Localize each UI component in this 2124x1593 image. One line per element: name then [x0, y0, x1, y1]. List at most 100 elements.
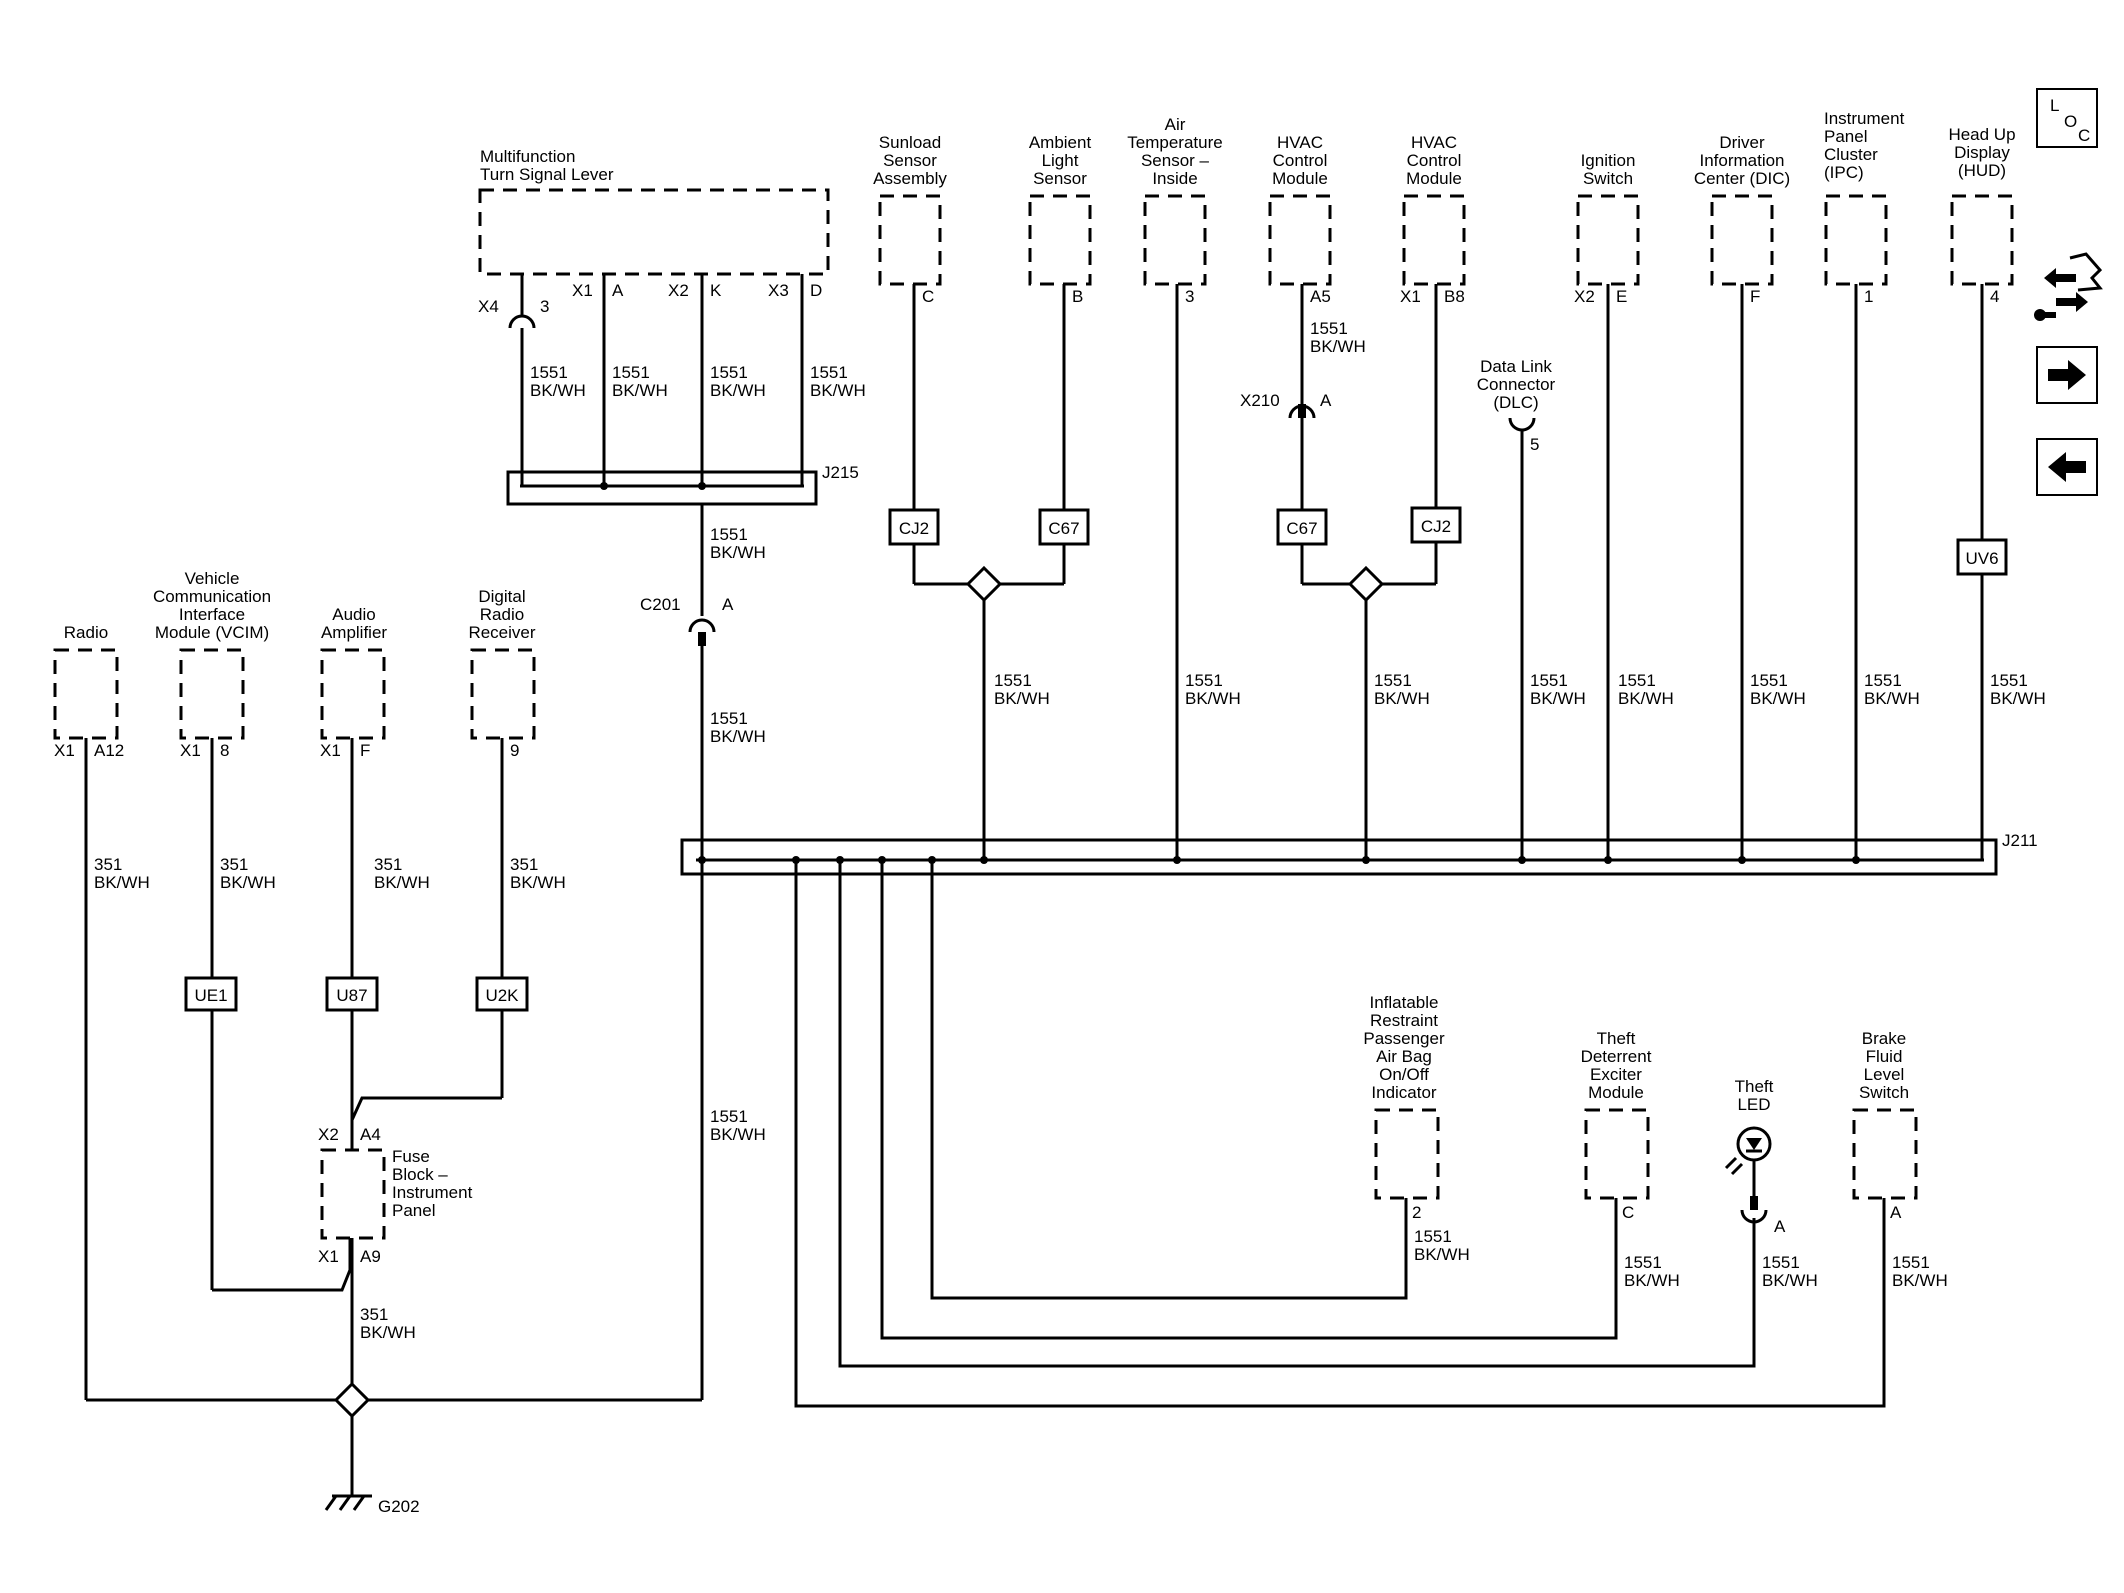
option-cj2-a-box [888, 508, 940, 546]
ipc-box [1824, 194, 1888, 286]
pin-label: 3 [540, 297, 549, 316]
audio-amplifier-box [320, 648, 386, 740]
digital-radio-box [470, 648, 536, 740]
option-c67-a-box [1038, 508, 1090, 546]
option-ue1-label: UE1 [194, 986, 227, 1005]
previous-page-button[interactable] [2036, 438, 2098, 496]
pin-label: K [710, 281, 722, 300]
c201-connector [688, 618, 716, 633]
option-u2k-label: U2K [485, 986, 519, 1005]
splice-diamonds [333, 565, 1385, 1419]
connector-x210-label: X210 [1240, 391, 1280, 410]
radio-label: Radio [64, 623, 108, 642]
pin-label: E [1616, 287, 1627, 306]
pin-label: A12 [94, 741, 124, 760]
option-box-labels: CJ2 C67 C67 CJ2 UV6 UE1 U87 U2K [194, 517, 1998, 1005]
pin-label: A [722, 595, 734, 614]
pin-label: X1 [572, 281, 593, 300]
option-cj2-b-label: CJ2 [1421, 517, 1451, 536]
pin-label: 4 [1990, 287, 1999, 306]
pin-label: A9 [360, 1247, 381, 1266]
pin-label: 9 [510, 741, 519, 760]
location-view-button[interactable]: L O C [2036, 88, 2098, 148]
pin-labels: X4 3 X1 A X2 K X3 D C B 3 A5 X1 B8 X2 E … [54, 281, 1999, 1266]
option-c67-b-box [1276, 508, 1328, 546]
ambient-light-sensor-box [1028, 194, 1092, 286]
pin-label: 8 [220, 741, 229, 760]
next-page-button[interactable] [2036, 346, 2098, 404]
radio-box [53, 648, 119, 740]
brake-switch-box [1852, 1108, 1918, 1200]
pin-label: X1 [180, 741, 201, 760]
dic-box [1710, 194, 1774, 286]
option-uv6-label: UV6 [1965, 549, 1998, 568]
ground-symbol-icon [324, 1494, 372, 1511]
sunload-sensor-box [878, 194, 942, 286]
pin-label: C [1622, 1203, 1634, 1222]
theft-led-connector [1740, 1209, 1768, 1224]
pin-label: 1 [1864, 287, 1873, 306]
pin-label: X1 [320, 741, 341, 760]
pin-label: A [612, 281, 624, 300]
j211-label: J211 [2002, 831, 2038, 850]
pin-label: X1 [54, 741, 75, 760]
pin-label: B8 [1444, 287, 1465, 306]
vcim-box [179, 648, 245, 740]
option-uv6-box [1956, 538, 2008, 576]
turn-signal-lever-box [478, 188, 830, 276]
splice-labels: J215 J211 G202 [378, 463, 2038, 1516]
j215-splice-pack [506, 470, 818, 506]
pin-label: D [810, 281, 822, 300]
pin-label: F [360, 741, 370, 760]
air-temp-sensor-box [1143, 194, 1207, 286]
loc-letter: O [2064, 112, 2078, 131]
option-u2k-box [475, 976, 529, 1012]
pin-label: B [1072, 287, 1083, 306]
wires [84, 274, 1984, 1496]
pin-label: A5 [1310, 287, 1331, 306]
connector-end-view-icon[interactable] [2030, 250, 2104, 334]
pin-label: 2 [1412, 1203, 1421, 1222]
dlc-connector [1508, 417, 1536, 432]
g202-label: G202 [378, 1497, 420, 1516]
arrow-left-icon [2048, 452, 2086, 482]
fuse-block-box [320, 1148, 386, 1240]
pin-label: X1 [318, 1247, 339, 1266]
option-u87-box [325, 976, 379, 1012]
pin-label: X4 [478, 297, 499, 316]
pin-label: A4 [360, 1125, 381, 1144]
inline-connectors [508, 314, 1768, 1224]
pin-label: A [1774, 1217, 1786, 1236]
pin-label: X2 [318, 1125, 339, 1144]
loc-letter: L [2050, 96, 2060, 115]
